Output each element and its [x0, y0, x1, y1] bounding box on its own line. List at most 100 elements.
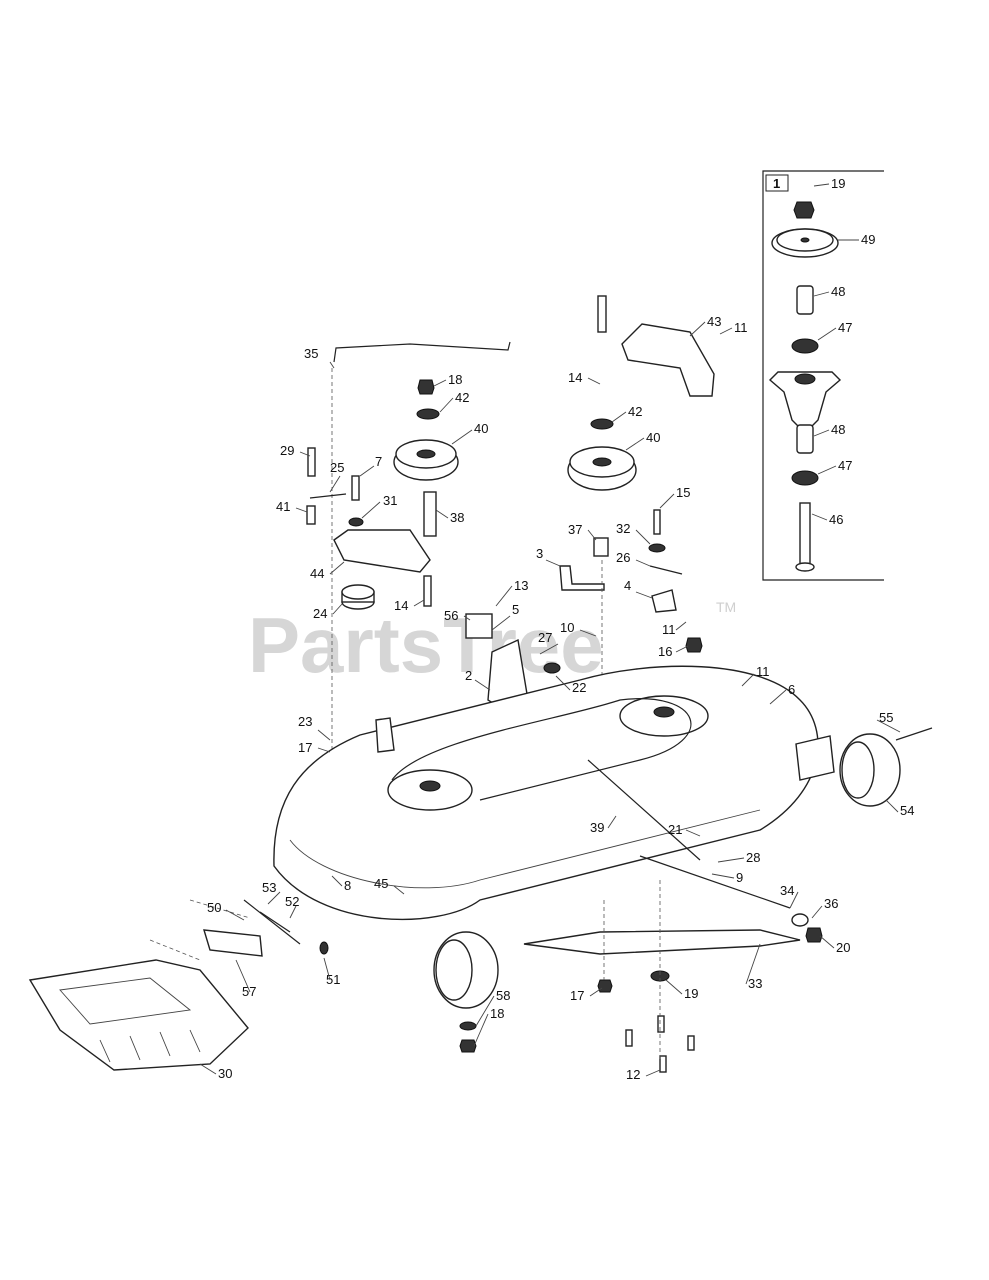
- washer-icon: [459, 1021, 477, 1031]
- callout-39: 39: [590, 820, 604, 835]
- bushing-icon: [593, 537, 609, 557]
- callout-54: 54: [900, 803, 914, 818]
- callout-51: 51: [326, 972, 340, 987]
- callout-47: 47: [838, 320, 852, 335]
- callout-55: 55: [879, 710, 893, 725]
- callout-50: 50: [207, 900, 221, 915]
- bolt-icon: [659, 1055, 667, 1073]
- bolt-icon: [597, 295, 607, 333]
- washer-icon: [648, 543, 666, 553]
- callout-46: 46: [829, 512, 843, 527]
- leader-lines: [199, 183, 901, 1077]
- nut-icon: [793, 201, 815, 219]
- callout-17: 17: [570, 988, 584, 1003]
- callout-42: 42: [455, 390, 469, 405]
- callout-35: 35: [304, 346, 318, 361]
- watermark-trademark: TM: [716, 599, 736, 615]
- spacer-icon: [796, 285, 814, 315]
- callout-22: 22: [572, 680, 586, 695]
- chute-bracket-icon: [203, 929, 263, 957]
- bracket-icon: [375, 717, 395, 753]
- callout-47: 47: [838, 458, 852, 473]
- callout-16: 16: [658, 644, 672, 659]
- bracket-icon: [621, 323, 715, 397]
- callout-38: 38: [450, 510, 464, 525]
- callout-18: 18: [448, 372, 462, 387]
- callout-33: 33: [748, 976, 762, 991]
- callout-40: 40: [474, 421, 488, 436]
- callout-15: 15: [676, 485, 690, 500]
- bolt-icon: [657, 1015, 665, 1033]
- bolt-icon: [625, 1029, 633, 1047]
- callout-56: 56: [444, 608, 458, 623]
- blade-assembly: [523, 880, 801, 1073]
- lift-rod-icon: [333, 341, 511, 363]
- callout-28: 28: [746, 850, 760, 865]
- callout-23: 23: [298, 714, 312, 729]
- callout-19: 19: [831, 176, 845, 191]
- callout-14: 14: [568, 370, 582, 385]
- callout-58: 58: [496, 988, 510, 1003]
- spacer-icon: [423, 491, 437, 537]
- callout-18: 18: [490, 1006, 504, 1021]
- callout-53: 53: [262, 880, 276, 895]
- nut-icon: [805, 927, 823, 943]
- bracket-icon: [559, 565, 605, 591]
- callout-26: 26: [616, 550, 630, 565]
- callout-11: 11: [662, 622, 676, 637]
- callout-14: 14: [394, 598, 408, 613]
- callout-9: 9: [736, 870, 743, 885]
- callout-27: 27: [538, 630, 552, 645]
- nut-icon: [597, 979, 613, 993]
- spindle-shaft-icon: [799, 502, 811, 566]
- plate-icon: [465, 613, 493, 639]
- drive-belt-icon: [391, 698, 692, 801]
- callout-3: 3: [536, 546, 543, 561]
- callout-13: 13: [514, 578, 528, 593]
- callout-6: 6: [788, 682, 795, 697]
- discharge-chute: [28, 899, 329, 1071]
- upper-parts: [306, 295, 715, 880]
- bearing-icon: [791, 338, 819, 354]
- nut-icon: [319, 941, 329, 955]
- callout-7: 7: [375, 454, 382, 469]
- nut-icon: [685, 637, 703, 653]
- inset-label: 1: [773, 176, 780, 191]
- callout-31: 31: [383, 493, 397, 508]
- spring-icon: [309, 493, 347, 499]
- washer-icon: [348, 517, 364, 527]
- bearing-icon: [791, 470, 819, 486]
- callout-34: 34: [780, 883, 794, 898]
- rod-icon: [243, 899, 301, 945]
- callout-52: 52: [285, 894, 299, 909]
- nut-icon: [417, 379, 435, 395]
- callout-44: 44: [310, 566, 324, 581]
- callout-2: 2: [465, 668, 472, 683]
- spacer-icon: [306, 505, 316, 525]
- bolt-icon: [895, 727, 933, 741]
- mower-blade-icon: [523, 929, 801, 955]
- callout-25: 25: [330, 460, 344, 475]
- bolt-icon: [423, 575, 432, 607]
- washer-icon: [416, 408, 440, 420]
- callout-41: 41: [276, 499, 290, 514]
- bolt-icon: [653, 509, 661, 535]
- callout-17: 17: [298, 740, 312, 755]
- callout-48: 48: [831, 422, 845, 437]
- spacer-icon: [796, 424, 814, 454]
- spring-icon: [649, 565, 683, 575]
- bracket-icon: [795, 735, 835, 781]
- callout-43: 43: [707, 314, 721, 329]
- bolt-icon: [351, 475, 360, 501]
- callout-45: 45: [374, 876, 388, 891]
- callout-19: 19: [684, 986, 698, 1001]
- callout-labels: 19 49 48 47 48 47 46 43 11 35 18 42 40 1…: [207, 176, 914, 1082]
- drive-belt-icon: [587, 759, 701, 861]
- watermark-text: PartsTree: [248, 601, 604, 689]
- callout-8: 8: [344, 878, 351, 893]
- callout-10: 10: [560, 620, 574, 635]
- callout-24: 24: [313, 606, 327, 621]
- nut-icon: [459, 1039, 477, 1053]
- callout-40: 40: [646, 430, 660, 445]
- bracket-icon: [651, 589, 677, 613]
